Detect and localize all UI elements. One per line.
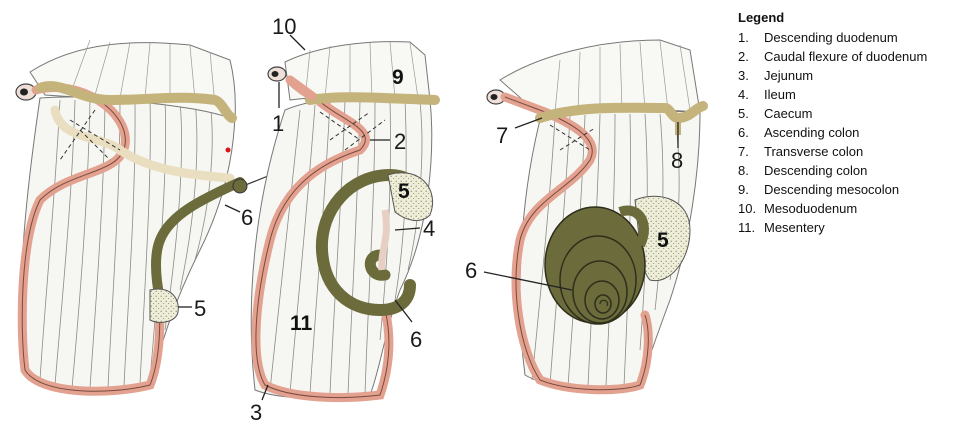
callout-3: 3 bbox=[250, 400, 262, 425]
caecum-mid bbox=[387, 172, 434, 222]
callout-8: 8 bbox=[671, 148, 683, 173]
legend-item-text: Transverse colon bbox=[764, 144, 864, 159]
stage-two-figure: 10 9 1 2 5 4 11 6 3 bbox=[250, 14, 440, 425]
callout-9: 9 bbox=[392, 66, 404, 89]
legend-item: 1. Descending duodenum bbox=[738, 28, 953, 47]
callout-5-right: 5 bbox=[657, 229, 669, 252]
legend-item-text: Mesoduodenum bbox=[764, 201, 858, 216]
legend-item-number: 5. bbox=[738, 106, 749, 121]
callout-4: 4 bbox=[423, 216, 435, 241]
legend-item: 7. Transverse colon bbox=[738, 142, 953, 161]
red-dot-marker bbox=[225, 147, 231, 153]
callout-6-left: 6 bbox=[241, 205, 253, 230]
callout-2: 2 bbox=[394, 129, 406, 154]
legend-item-number: 9. bbox=[738, 182, 749, 197]
callout-11: 11 bbox=[290, 312, 313, 335]
legend-item-number: 7. bbox=[738, 144, 749, 159]
legend-item-number: 8. bbox=[738, 163, 749, 178]
legend-item-number: 11. bbox=[738, 220, 756, 235]
callout-1: 1 bbox=[272, 111, 284, 136]
transverse-band-mid bbox=[305, 92, 440, 105]
callout-5-mid: 5 bbox=[398, 180, 410, 203]
callout-10: 10 bbox=[272, 14, 296, 39]
legend-item-text: Ileum bbox=[764, 87, 796, 102]
legend-item-number: 2. bbox=[738, 49, 749, 64]
legend-item-text: Descending duodenum bbox=[764, 30, 898, 45]
callout-6-mid: 6 bbox=[410, 327, 422, 352]
diagram-area: 6 5 bbox=[15, 14, 708, 425]
stage-three-figure: 7 8 5 6 bbox=[465, 39, 708, 395]
callout-5-left: 5 bbox=[194, 296, 206, 321]
legend-item-text: Mesentery bbox=[764, 220, 825, 235]
legend-item-text: Caudal flexure of duodenum bbox=[764, 49, 928, 64]
intestine-development-diagram: 6 5 bbox=[15, 14, 708, 425]
colon-coil bbox=[544, 205, 649, 325]
legend-item-number: 6. bbox=[738, 125, 749, 140]
legend-item: 3. Jejunum bbox=[738, 66, 953, 85]
legend-item-number: 4. bbox=[738, 87, 749, 102]
transverse-colon-right bbox=[535, 101, 708, 124]
legend-item-text: Jejunum bbox=[764, 68, 814, 83]
callout-7: 7 bbox=[496, 123, 508, 148]
colon-left bbox=[150, 177, 245, 305]
legend-item: 5. Caecum bbox=[738, 104, 953, 123]
legend: Legend 1. Descending duodenum 2. Caudal fl… bbox=[738, 10, 953, 237]
legend-item: 6. Ascending colon bbox=[738, 123, 953, 142]
callout-6-right: 6 bbox=[465, 258, 477, 283]
legend-item-text: Descending mesocolon bbox=[764, 182, 900, 197]
legend-item: 2. Caudal flexure of duodenum bbox=[738, 47, 953, 66]
ileum-mid bbox=[378, 209, 390, 271]
legend-list: 1. Descending duodenum 2. Caudal flexure o… bbox=[738, 28, 953, 237]
legend-item: 4. Ileum bbox=[738, 85, 953, 104]
legend-item: 10. Mesoduodenum bbox=[738, 199, 953, 218]
stage-one-figure: 6 5 bbox=[15, 39, 279, 396]
legend-title: Legend bbox=[738, 10, 785, 25]
legend-item-number: 3. bbox=[738, 68, 749, 83]
caecum-left bbox=[149, 288, 179, 323]
legend-item-number: 1. bbox=[738, 30, 749, 45]
legend-item-text: Caecum bbox=[764, 106, 813, 121]
legend-item-number: 10. bbox=[738, 201, 757, 216]
legend-item-text: Descending colon bbox=[764, 163, 868, 178]
legend-item-text: Ascending colon bbox=[764, 125, 860, 140]
legend-item: 9. Descending mesocolon bbox=[738, 180, 953, 199]
legend-item: 8. Descending colon bbox=[738, 161, 953, 180]
legend-item: 11. Mesentery bbox=[738, 218, 953, 237]
transverse-band-left bbox=[35, 81, 237, 123]
